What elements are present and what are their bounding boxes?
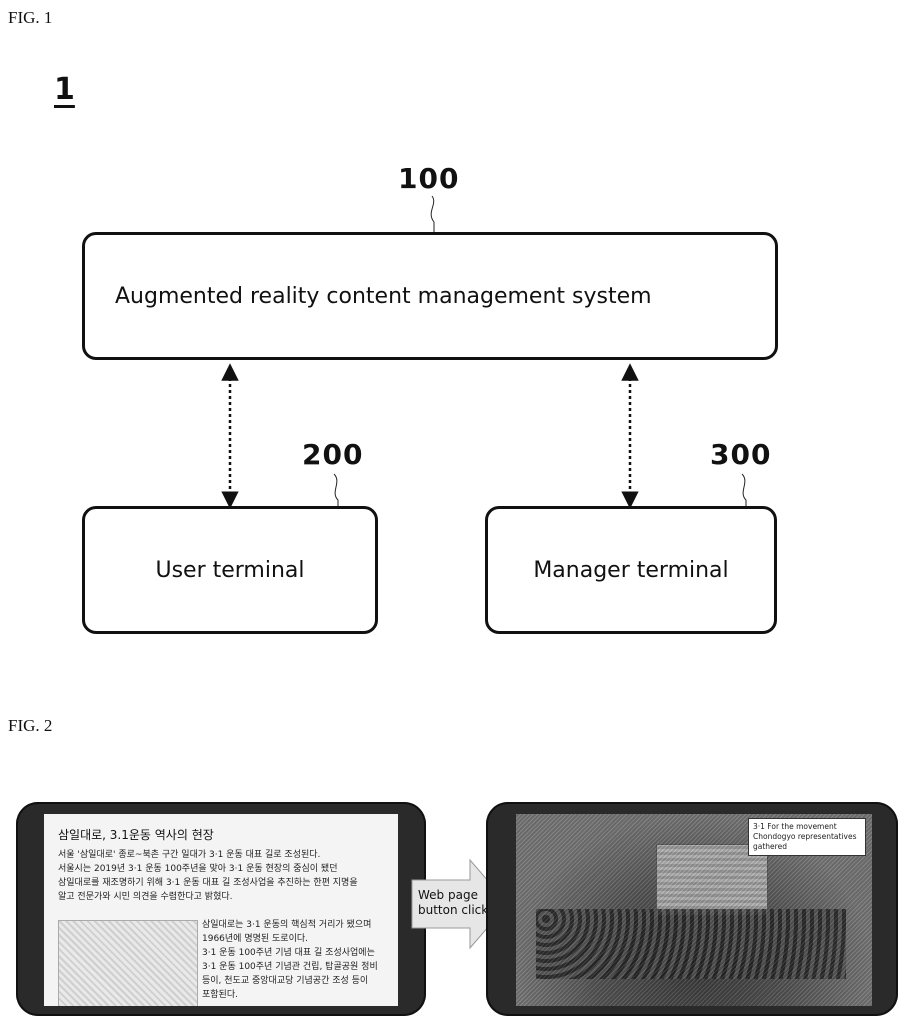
ar-caption-box: 3·1 For the movement Chondogyo represent… [748, 818, 866, 856]
arrow-label-line1: Web page [418, 888, 492, 903]
left-phone: 삼일대로, 3.1운동 역사의 현장 서울 '삼일대로' 종로~북촌 구간 일대… [16, 802, 426, 1016]
fig2-label: FIG. 2 [8, 716, 52, 736]
node-user-terminal-label: User terminal [155, 558, 304, 583]
right-phone-screen: 3·1 For the movement Chondogyo represent… [516, 814, 872, 1006]
node-manager-terminal: Manager terminal [485, 506, 777, 634]
ar-caption-line: Chondogyo representatives [753, 832, 861, 842]
node-user-terminal: User terminal [82, 506, 378, 634]
arrow-label-line2: button click [418, 903, 492, 918]
article-map-image [58, 920, 198, 1006]
transition-arrow-label: Web page button click [418, 888, 492, 918]
article-line: 서울 '삼일대로' 종로~북촌 구간 일대가 3·1 운동 대표 길로 조성된다… [58, 848, 388, 862]
node-ar-system: Augmented reality content management sys… [82, 232, 778, 360]
article-line: 알고 전문가와 시민 의견을 수렴한다고 밝혔다. [58, 890, 388, 904]
article-line: 1966년에 명명된 도로이다. [202, 932, 392, 946]
left-phone-screen: 삼일대로, 3.1운동 역사의 현장 서울 '삼일대로' 종로~북촌 구간 일대… [44, 814, 398, 1006]
article-body-right: 삼일대로는 3·1 운동의 핵심적 거리가 됐으며 1966년에 명명된 도로이… [202, 918, 392, 1002]
leader-300 [742, 474, 746, 508]
node-ar-system-label: Augmented reality content management sys… [115, 284, 652, 309]
node-manager-terminal-label: Manager terminal [533, 558, 728, 583]
article-line: 삼일대로를 재조명하기 위해 3·1 운동 대표 길 조성사업을 추진하는 한편… [58, 876, 388, 890]
right-phone: 3·1 For the movement Chondogyo represent… [486, 802, 898, 1016]
article-title: 삼일대로, 3.1운동 역사의 현장 [58, 826, 214, 843]
article-line: 포함된다. [202, 988, 392, 1002]
article-line: 3·1 운동 100주년 기념 대표 길 조성사업에는 [202, 946, 392, 960]
leader-200 [334, 474, 338, 508]
article-body-top: 서울 '삼일대로' 종로~북촌 구간 일대가 3·1 운동 대표 길로 조성된다… [58, 848, 388, 904]
article-line: 3·1 운동 100주년 기념관 건립, 탑골공원 정비 [202, 960, 392, 974]
ar-caption-line: 3·1 For the movement [753, 822, 861, 832]
leader-100 [431, 196, 434, 232]
article-line: 삼일대로는 3·1 운동의 핵심적 거리가 됐으며 [202, 918, 392, 932]
article-line: 등이, 천도교 중앙대교당 기념공간 조성 등이 [202, 974, 392, 988]
ar-caption-line: gathered [753, 842, 861, 852]
article-line: 서울시는 2019년 3·1 운동 100주년을 맞아 3·1 운동 현장의 중… [58, 862, 388, 876]
